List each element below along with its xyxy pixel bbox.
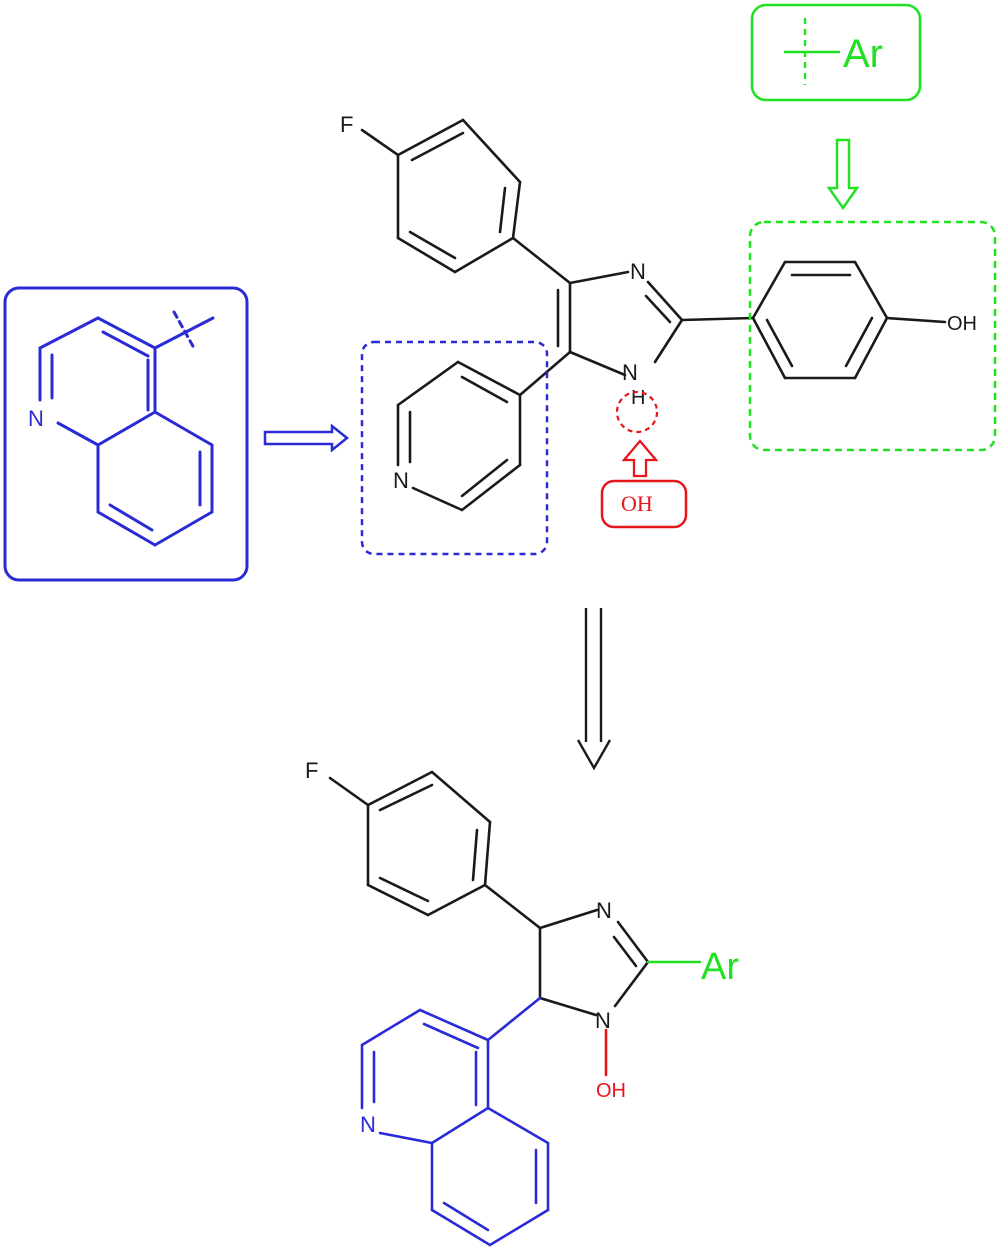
lead-imidazole-h-label: H <box>631 387 645 409</box>
nh-highlight-circle <box>615 390 659 434</box>
designed-quinoline-n-label: N <box>360 1112 376 1137</box>
aryl-replacement: Ar <box>750 3 922 102</box>
quinoline-fragment <box>3 286 249 582</box>
designed-oh-label: OH <box>596 1080 626 1102</box>
aryl-box <box>750 3 922 102</box>
lead-compound <box>360 118 947 512</box>
arrow-aryl-to-phenol <box>826 138 860 211</box>
quinoline-nitrogen-label: N <box>28 406 44 431</box>
designed-ar-label: Ar <box>701 946 739 988</box>
designed-fluorine-label: F <box>305 758 318 783</box>
hydroxy-box <box>600 479 688 529</box>
hydroxy-box-oh-label: OH <box>621 491 653 516</box>
arrow-hydroxy-to-nh <box>621 439 659 478</box>
phenol-highlight-box <box>748 220 997 452</box>
designed-hydroxylamine-n-label: N <box>595 1008 611 1033</box>
cut-mark <box>172 310 196 350</box>
lead-imidazole-n-label: N <box>630 259 646 284</box>
pyridine-highlight-box <box>360 340 549 556</box>
aryl-box-ar-label: Ar <box>843 32 883 76</box>
lead-phenol-oh-label: OH <box>947 313 977 335</box>
lead-imidazole-nh-n-label: N <box>622 360 638 385</box>
arrow-quinoline-to-pyridine <box>263 423 350 453</box>
designed-compound <box>328 770 702 1247</box>
quinoline-box <box>3 286 249 582</box>
lead-pyridine-n-label: N <box>393 468 409 493</box>
arrow-retro-design <box>576 608 612 771</box>
lead-fluorine-label: F <box>340 112 353 137</box>
designed-imine-n-label: N <box>596 898 612 923</box>
